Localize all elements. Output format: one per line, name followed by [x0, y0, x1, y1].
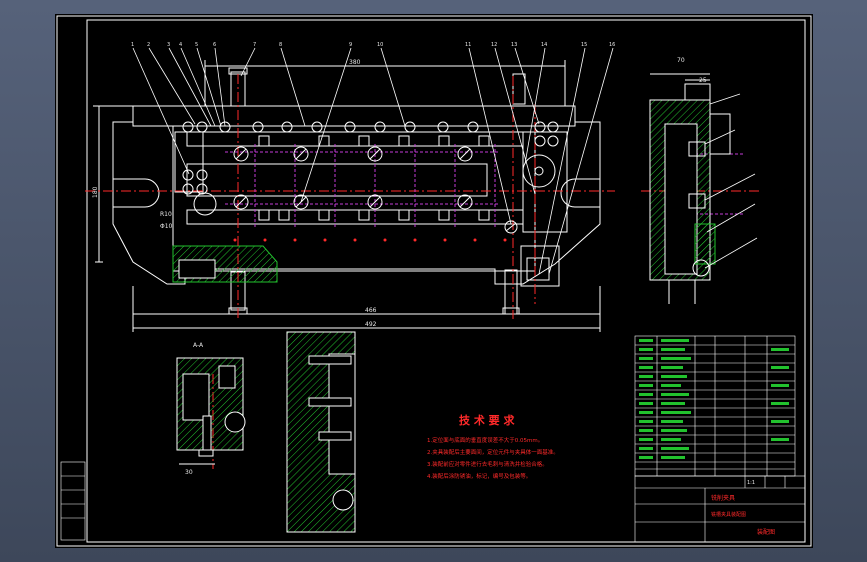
dim-side-width: 70 — [677, 57, 685, 64]
part-label: 2 — [147, 42, 150, 48]
dim-section-width: 30 — [185, 469, 193, 476]
dim-overall-outer: 492 — [365, 321, 377, 328]
part-label: 11 — [465, 42, 471, 48]
part-label: 16 — [609, 42, 615, 48]
section-a-a: A-A — [176, 342, 246, 465]
part-label: 12 — [491, 42, 497, 48]
assembly-drawing: 1 2 3 4 5 6 7 8 9 10 11 12 13 14 15 16 3… — [56, 15, 812, 547]
tech-req-item: 3.装配前应对零件进行去毛刺与清洗并检验合格。 — [427, 460, 548, 468]
tech-req-title: 技 术 要 求 — [459, 413, 515, 427]
part-label: 13 — [511, 42, 517, 48]
dim-height: 180 — [92, 186, 99, 198]
outer-border — [56, 15, 812, 547]
part-label: 7 — [253, 42, 256, 48]
red-dot-row — [233, 238, 507, 242]
detail-section — [285, 327, 356, 533]
drawing-title: 铣削夹具 — [711, 494, 735, 502]
dim-overall-inner: 466 — [365, 307, 377, 314]
dim-top-length: 380 — [349, 59, 361, 66]
drawing-name: 铣槽夹具装配图 — [711, 511, 746, 518]
dim-radius: R10 — [160, 211, 172, 218]
technical-requirements: 技 术 要 求 1.定位面与底面的垂直度误差不大于0.05mm。 2.夹具装配后… — [427, 413, 559, 480]
fixture-slots — [258, 135, 490, 221]
tech-req-item: 1.定位面与底面的垂直度误差不大于0.05mm。 — [427, 436, 543, 444]
part-label: 3 — [167, 42, 170, 48]
tech-req-item: 2.夹具装配后主要面间，定位元件与夹具体一面基准。 — [427, 448, 559, 456]
part-label: 10 — [377, 42, 383, 48]
drawing-sheet: 1 2 3 4 5 6 7 8 9 10 11 12 13 14 15 16 3… — [55, 14, 813, 548]
part-label: 15 — [581, 42, 587, 48]
inner-border — [86, 19, 806, 543]
part-label: 14 — [541, 42, 547, 48]
drawing-scale: 1:1 — [747, 480, 755, 486]
revision-strip — [60, 461, 86, 541]
side-view — [649, 73, 758, 304]
part-label: 5 — [195, 42, 198, 48]
part-label: 8 — [279, 42, 282, 48]
title-block — [634, 475, 806, 543]
part-label: 9 — [349, 42, 352, 48]
part-number-labels: 1 2 3 4 5 6 7 8 9 10 11 12 13 14 15 16 — [131, 42, 615, 48]
front-view — [93, 60, 601, 332]
tech-req-item: 4.装配后涂防锈油，标记，编号及包装等。 — [427, 472, 531, 480]
part-label: 6 — [213, 42, 216, 48]
parts-list-text-marks — [639, 339, 789, 459]
hatched-insert — [178, 259, 216, 279]
part-label: 4 — [179, 42, 182, 48]
sheet-label: 装配图 — [757, 528, 775, 536]
bolt-row-top — [182, 121, 559, 195]
section-title: A-A — [193, 342, 204, 349]
part-label: 1 — [131, 42, 134, 48]
clamp-screws — [193, 146, 556, 234]
leader-lines — [132, 47, 614, 275]
parts-list-table — [634, 335, 796, 477]
dim-hole: Φ10 — [160, 223, 173, 230]
title-block-text: 铣削夹具 铣槽夹具装配图 装配图 1:1 — [711, 480, 775, 536]
